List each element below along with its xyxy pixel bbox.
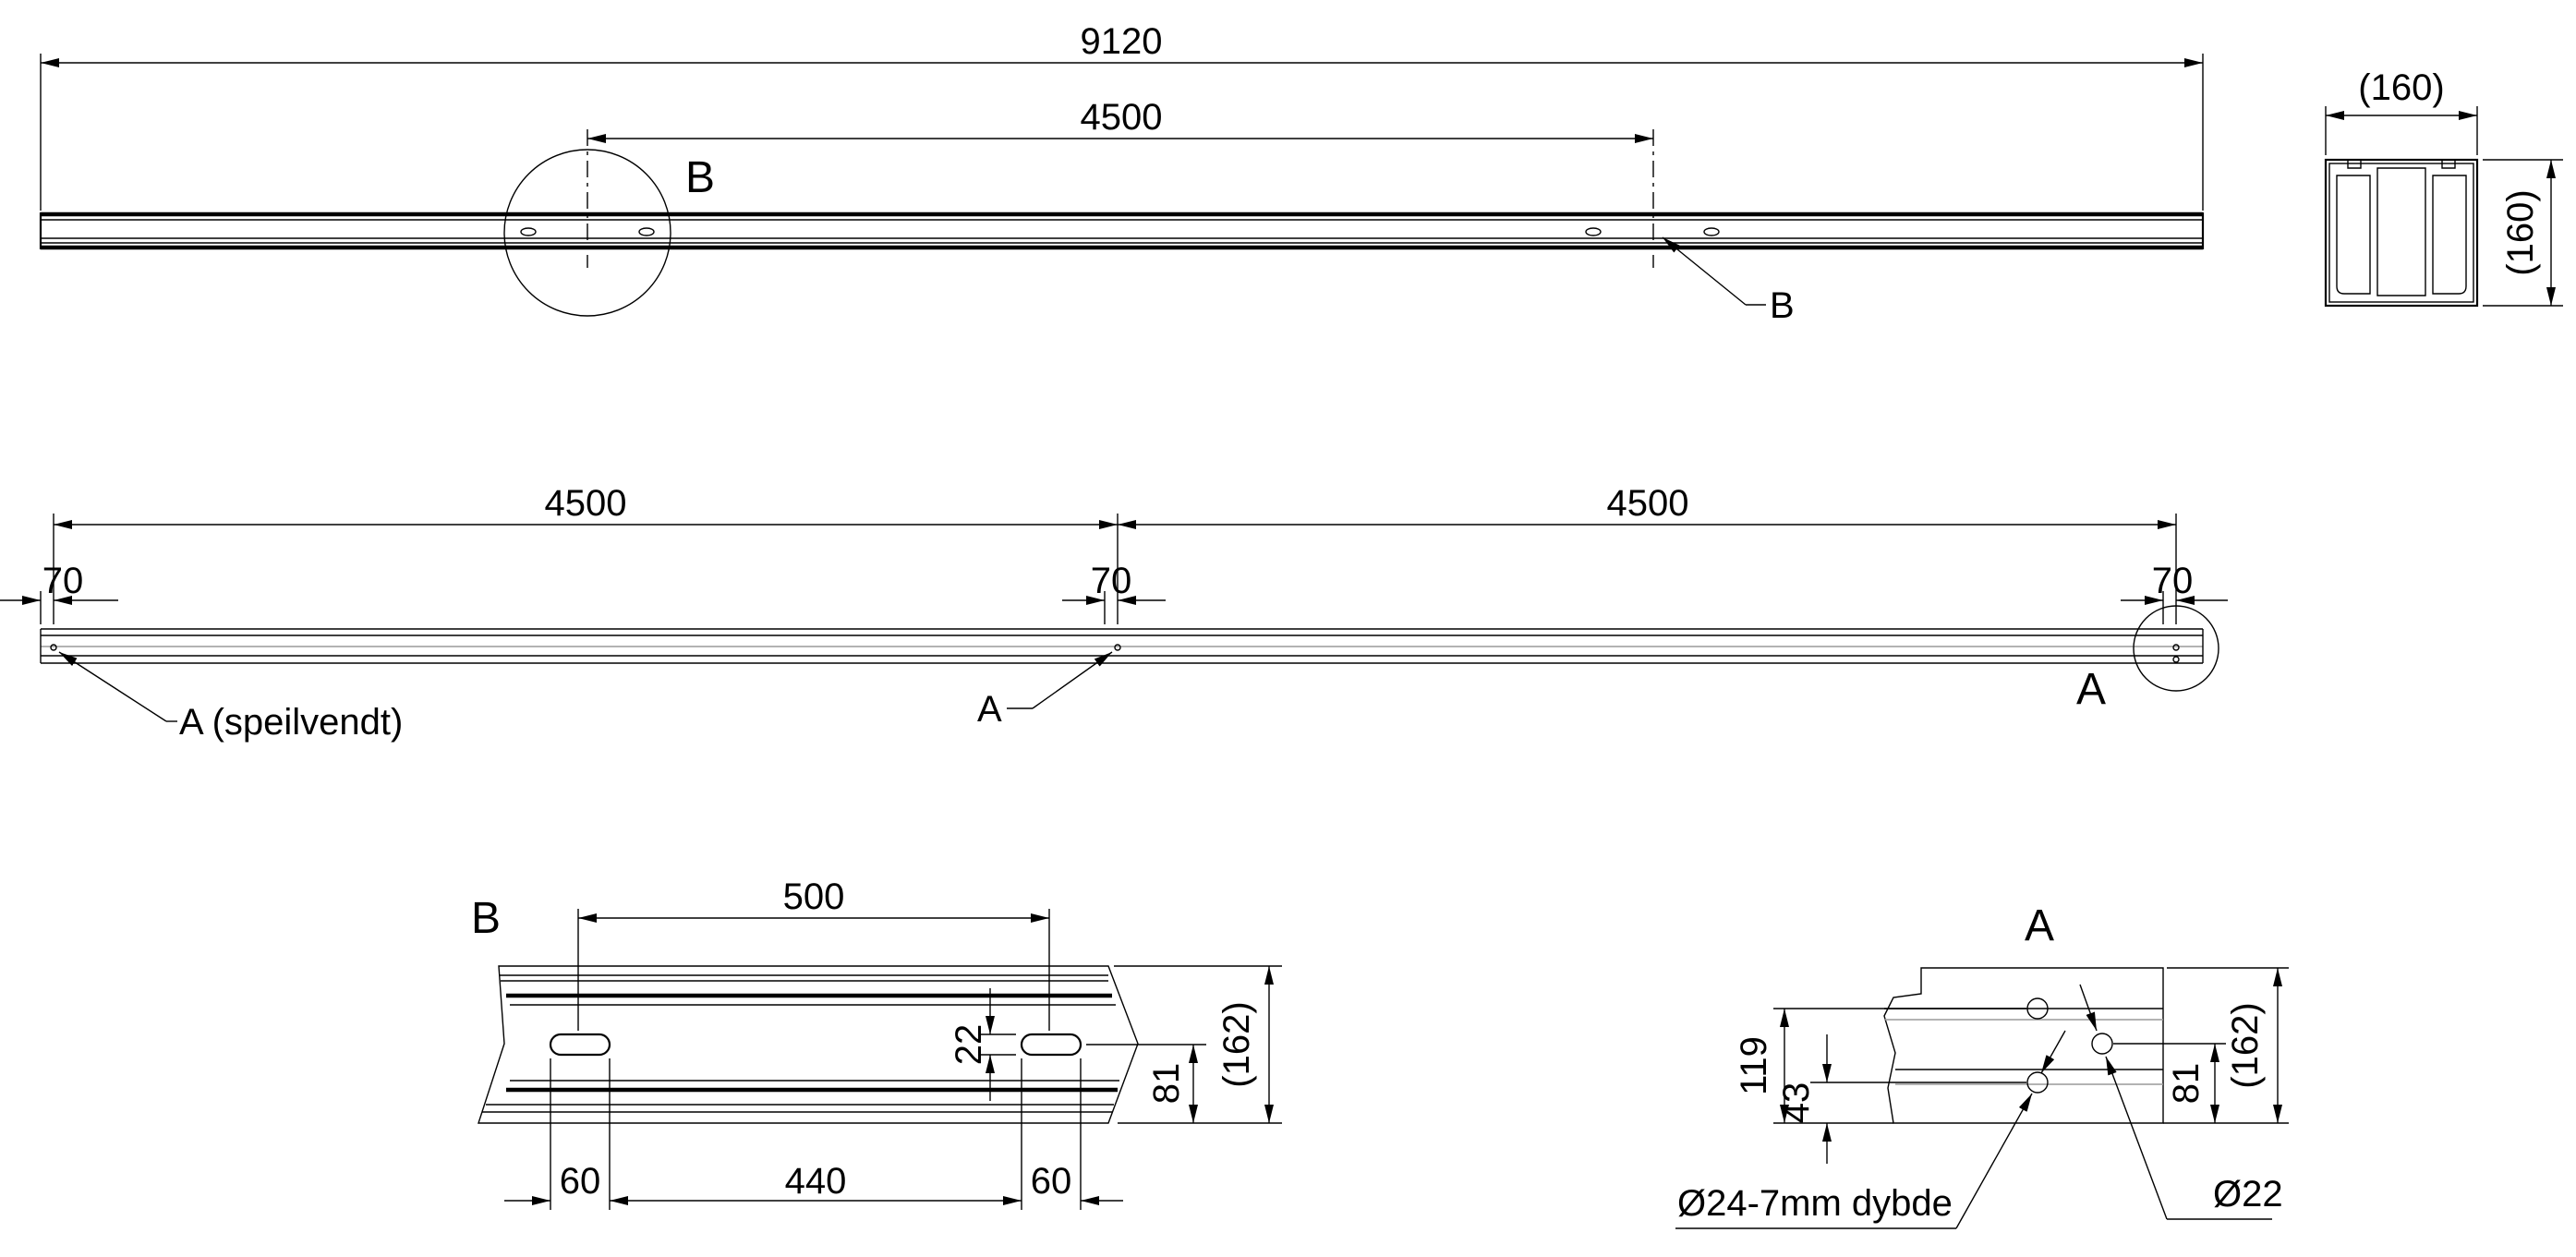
detail-a-title: A — [2025, 901, 2054, 950]
dim-a-total: (162) — [2167, 967, 2289, 1124]
side-rail — [40, 628, 2204, 664]
svg-text:70: 70 — [1091, 561, 1132, 601]
top-view: B 9120 4500 B — [39, 21, 2205, 326]
dim-a-81: 81 — [2113, 1043, 2226, 1124]
dim-b-center: 81 — [1086, 1044, 1206, 1124]
dim-section-height: (160) — [2483, 159, 2563, 307]
svg-text:A (speilvendt): A (speilvendt) — [179, 702, 403, 743]
top-rail — [39, 129, 2205, 268]
dim-b-total: (162) — [1114, 965, 1282, 1124]
callout-a: A — [977, 651, 1113, 730]
svg-text:Ø24-7mm dybde: Ø24-7mm dybde — [1677, 1183, 1953, 1224]
dim-a-119: 119 — [1734, 1008, 2026, 1124]
svg-text:500: 500 — [783, 876, 845, 917]
svg-text:60: 60 — [1031, 1161, 1072, 1202]
svg-text:70: 70 — [42, 561, 84, 601]
callout-hole-small: Ø24-7mm dybde — [1675, 1030, 2066, 1229]
callout-a-mirrored: A (speilvendt) — [58, 651, 403, 743]
svg-text:119: 119 — [1734, 1036, 1774, 1095]
svg-text:A: A — [977, 689, 1002, 730]
svg-text:(162): (162) — [2225, 1002, 2266, 1088]
svg-text:81: 81 — [2166, 1063, 2207, 1105]
svg-text:60: 60 — [560, 1161, 601, 1202]
svg-text:70: 70 — [2152, 561, 2194, 601]
svg-text:81: 81 — [1146, 1063, 1187, 1105]
detail-b: B 500 22 — [471, 876, 1282, 1210]
svg-text:43: 43 — [1776, 1082, 1817, 1124]
svg-text:(162): (162) — [1216, 1001, 1257, 1087]
detail-b-profile — [478, 965, 1139, 1124]
dim-b-bottom: 60 440 60 — [504, 1058, 1123, 1210]
dim-b-slot-height: 22 — [949, 988, 1016, 1101]
dim-span-right: 4500 — [1118, 483, 2177, 624]
detail-b-title: B — [471, 894, 501, 943]
dim-offset-left: 70 — [0, 561, 118, 624]
dim-offset-right: 70 — [2121, 561, 2228, 624]
side-view: A 4500 4500 70 70 — [0, 483, 2228, 743]
svg-text:Ø22: Ø22 — [2213, 1174, 2283, 1215]
svg-text:B: B — [1770, 285, 1795, 326]
dim-section-width: (160) — [2325, 67, 2478, 155]
detail-b-circle — [503, 149, 671, 317]
svg-text:22: 22 — [949, 1024, 989, 1066]
dim-total-length: 9120 — [40, 21, 2204, 211]
svg-text:(160): (160) — [2358, 67, 2444, 108]
svg-text:4500: 4500 — [1607, 483, 1689, 524]
svg-text:4500: 4500 — [545, 483, 627, 524]
dim-offset-mid: 70 — [1062, 561, 1166, 624]
dim-span-left: 4500 — [53, 483, 1119, 624]
svg-text:(160): (160) — [2500, 189, 2541, 275]
svg-text:440: 440 — [785, 1161, 847, 1202]
detail-a-marker: A — [2076, 665, 2106, 714]
callout-hole-through: Ø22 — [2079, 984, 2283, 1220]
detail-a: A 119 43 — [1675, 901, 2289, 1229]
detail-a-profile — [1883, 967, 2164, 1124]
callout-b: B — [1662, 236, 1795, 326]
svg-text:4500: 4500 — [1081, 97, 1163, 138]
dim-span: 4500 — [587, 97, 1653, 143]
section-view: (160) (160) — [2324, 67, 2563, 308]
detail-b-marker: B — [685, 153, 715, 202]
dim-a-43: 43 — [1776, 1034, 2026, 1164]
svg-text:9120: 9120 — [1081, 21, 1163, 62]
dim-b-spacing: 500 — [577, 876, 1050, 1031]
